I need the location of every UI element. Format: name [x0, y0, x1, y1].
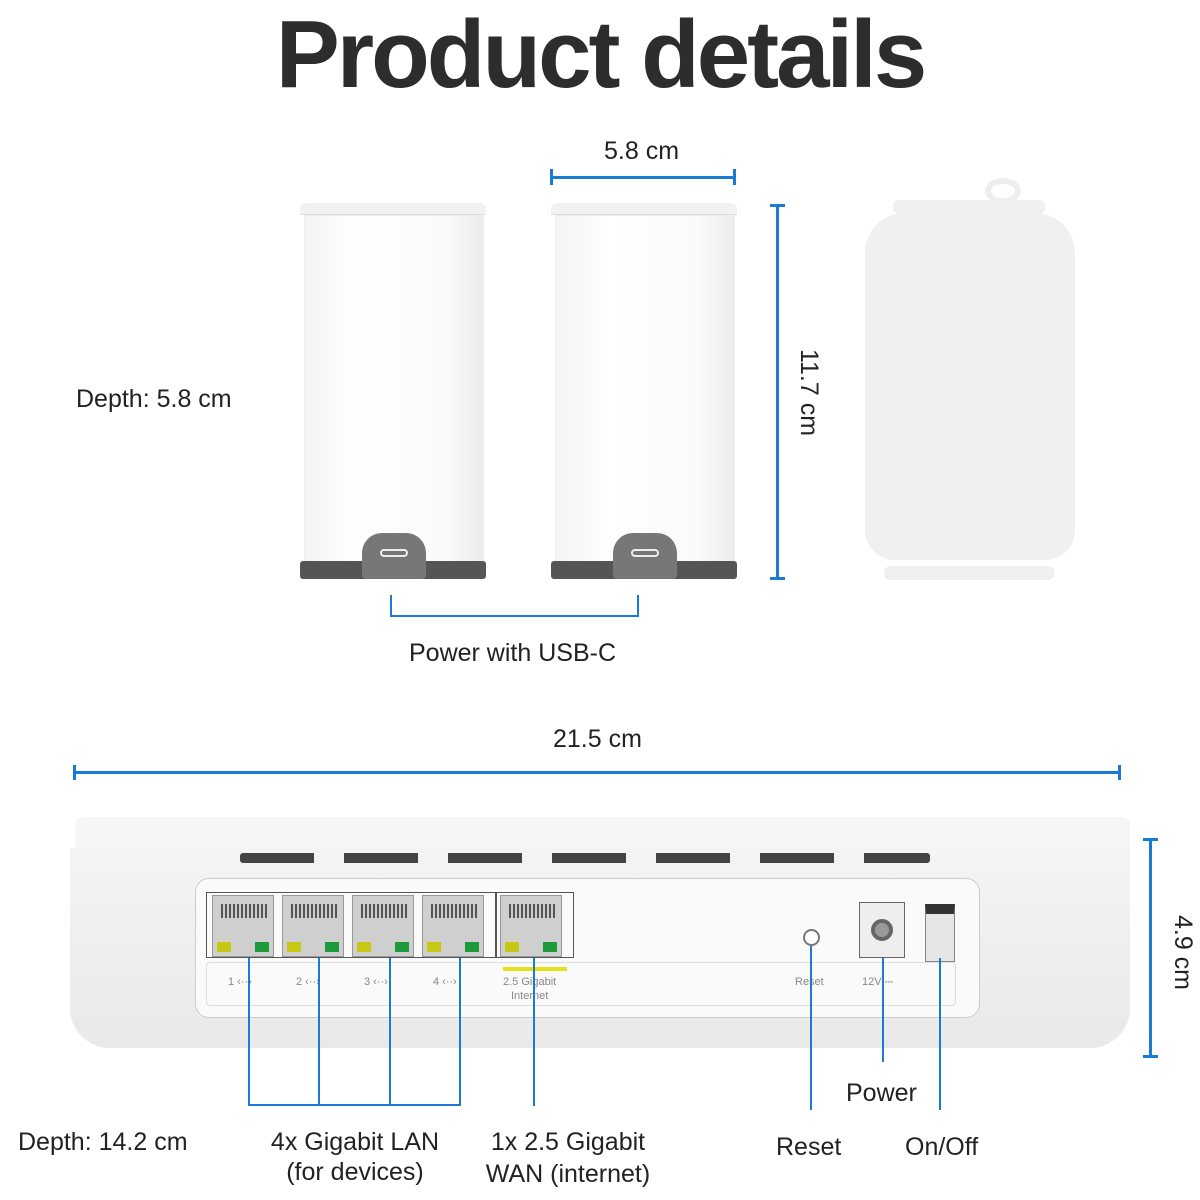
node-width-label: 5.8 cm: [604, 137, 680, 165]
router-top: [75, 817, 1130, 849]
wan-label-2: Internet: [511, 990, 549, 1002]
callout-line: [248, 958, 250, 1106]
wan-highlight: [503, 967, 567, 971]
callout-line: [389, 958, 391, 1106]
power-jack[interactable]: [859, 902, 905, 958]
wan-label-1: 2.5 Gigabit: [503, 976, 557, 988]
lan-port-group: [206, 892, 496, 958]
tick: [770, 577, 785, 580]
wan-callout-2: WAN (internet): [485, 1160, 651, 1188]
onoff-callout: On/Off: [905, 1133, 979, 1161]
wan-port-group: [496, 892, 574, 958]
usb-c-port-icon: [613, 533, 677, 579]
router-vents: [240, 853, 930, 863]
node-height-line: [776, 204, 779, 580]
port-label-4: 4 ‹··›: [433, 976, 457, 988]
usb-c-port-icon: [362, 533, 426, 579]
port-label-1: 1 ‹··›: [228, 976, 252, 988]
wan-port[interactable]: [500, 895, 562, 957]
router-width-line: [73, 771, 1121, 774]
port-label-3: 3 ‹··›: [364, 976, 388, 988]
node-depth-label: Depth: 5.8 cm: [76, 385, 232, 413]
power-callout: Power: [846, 1079, 917, 1107]
callout-line: [318, 958, 320, 1106]
lan-callout-2: (for devices): [286, 1158, 424, 1186]
node-power-label: Power with USB-C: [409, 639, 616, 667]
reset-button[interactable]: [803, 929, 820, 946]
mesh-node-1: [300, 203, 486, 581]
lan-port-2[interactable]: [282, 895, 344, 957]
callout-line: [810, 946, 812, 1110]
router-height-line: [1149, 838, 1152, 1058]
callout-line: [533, 958, 535, 1106]
router-width-label: 21.5 cm: [553, 725, 642, 753]
callout-line: [459, 958, 461, 1106]
callout-line: [882, 958, 884, 1062]
tick: [1143, 1055, 1158, 1058]
reset-port-label: Reset: [795, 976, 824, 988]
router-height-label: 4.9 cm: [1169, 914, 1198, 991]
usb-bracket: [390, 595, 639, 617]
tick: [733, 169, 736, 185]
lan-callout-1: 4x Gigabit LAN: [270, 1128, 440, 1156]
router-depth-label: Depth: 14.2 cm: [18, 1128, 188, 1156]
tick: [550, 169, 553, 185]
port-label-2: 2 ‹··›: [296, 976, 320, 988]
power-port-label: 12V ⎓: [862, 976, 894, 988]
lan-port-1[interactable]: [212, 895, 274, 957]
node-height-label: 11.7 cm: [795, 348, 824, 437]
node-width-line: [550, 176, 736, 179]
can-lid: [893, 200, 1045, 214]
tick: [73, 765, 76, 780]
mesh-node-2: [551, 203, 737, 581]
can-base: [884, 566, 1054, 580]
lan-port-3[interactable]: [352, 895, 414, 957]
page-title: Product details: [275, 1, 927, 108]
label-strip: [206, 962, 956, 1006]
tick: [1143, 838, 1158, 841]
tick: [770, 204, 785, 207]
lan-port-4[interactable]: [422, 895, 484, 957]
callout-line: [939, 958, 941, 1110]
tick: [1118, 765, 1121, 780]
reset-callout: Reset: [776, 1133, 842, 1161]
on-off-switch[interactable]: [925, 904, 955, 962]
can-size-comparison-icon: [865, 213, 1075, 560]
callout-line: [248, 1104, 461, 1106]
wan-callout-1: 1x 2.5 Gigabit: [490, 1128, 646, 1156]
